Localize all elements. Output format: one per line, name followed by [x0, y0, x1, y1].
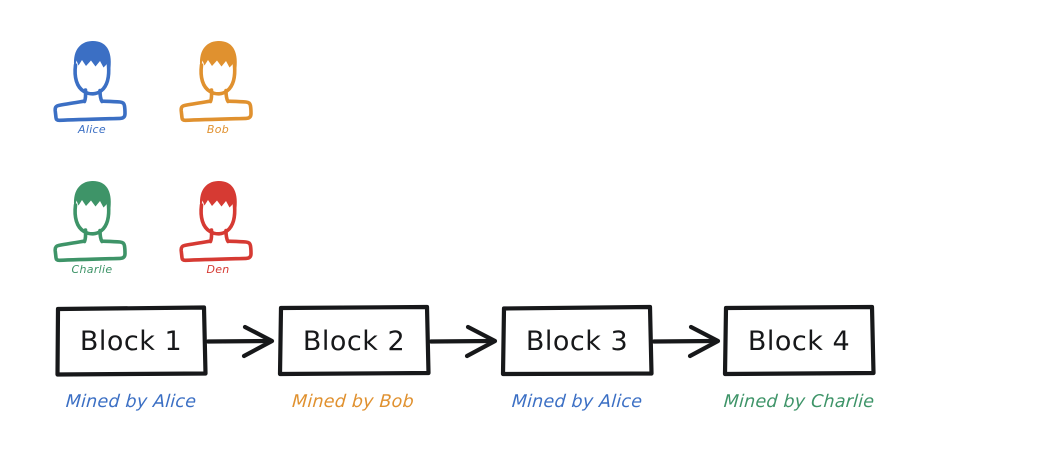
arrow-right-icon: [205, 324, 275, 359]
participant-name: Bob: [206, 123, 230, 136]
participant-name: Alice: [78, 123, 106, 136]
block-chain: Block 1 Block 2 Block 3: [0, 300, 1046, 430]
participants-group: Alice Bob: [40, 30, 290, 276]
block-1[interactable]: Block 1: [55, 305, 208, 377]
block-2[interactable]: Block 2: [277, 304, 431, 377]
block-label: Block 3: [526, 326, 628, 357]
person-avatar-icon: [179, 180, 253, 263]
block-caption-4: Mined by Charlie: [723, 392, 875, 412]
block-label: Block 2: [303, 326, 405, 357]
block-label: Block 4: [748, 326, 850, 357]
chain-graphic: Block 1 Block 2 Block 3: [55, 304, 876, 377]
participant-bob[interactable]: Bob: [170, 30, 266, 148]
participant-name: Den: [206, 263, 230, 276]
participant-charlie[interactable]: Charlie: [44, 170, 140, 288]
block-caption-3: Mined by Alice: [511, 392, 643, 412]
block-3[interactable]: Block 3: [500, 304, 654, 377]
block-box: [722, 304, 876, 377]
arrow-right-icon: [428, 324, 498, 359]
participant-name: Charlie: [71, 263, 113, 276]
block-4[interactable]: Block 4: [722, 304, 876, 377]
arrow-right-icon: [651, 324, 721, 359]
block-box: [277, 304, 431, 377]
block-box: [55, 305, 208, 377]
person-avatar-icon: [53, 40, 127, 123]
block-caption-1: Mined by Alice: [65, 392, 197, 412]
participant-den[interactable]: Den: [170, 170, 266, 288]
block-label: Block 1: [80, 326, 182, 357]
block-caption-2: Mined by Bob: [291, 392, 415, 412]
block-box: [500, 304, 654, 377]
person-avatar-icon: [53, 180, 127, 263]
participant-alice[interactable]: Alice: [44, 30, 140, 148]
person-avatar-icon: [179, 40, 253, 123]
